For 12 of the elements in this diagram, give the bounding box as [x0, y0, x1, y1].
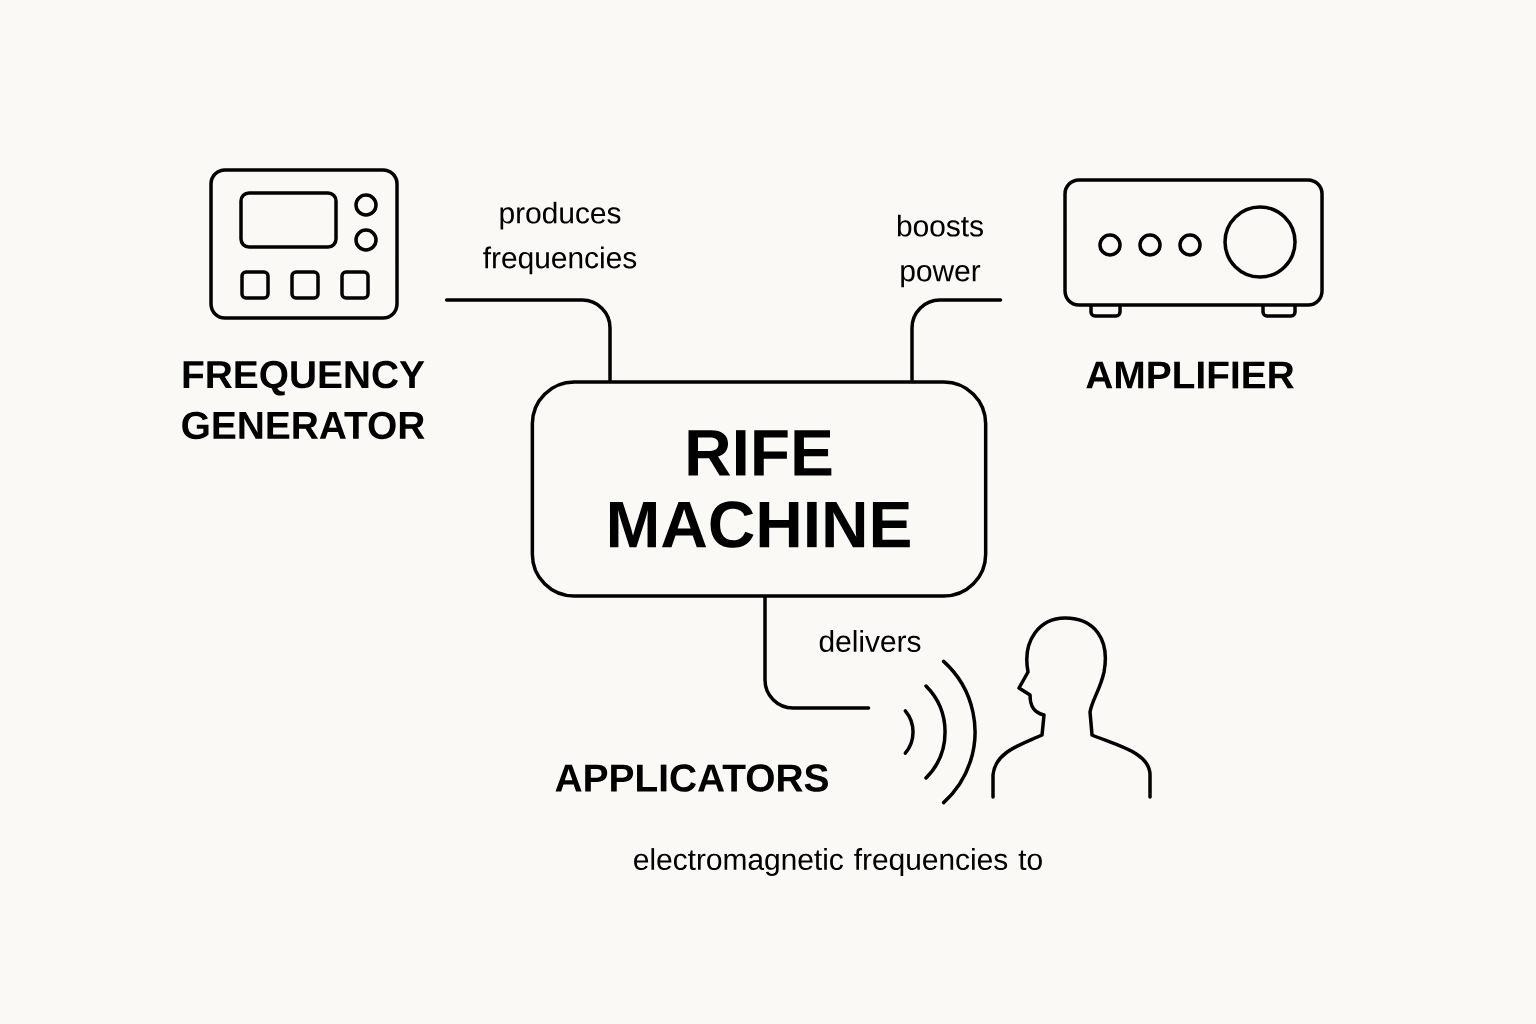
process-box: RIFE MACHINE: [530, 380, 988, 598]
connector-line: [444, 298, 612, 382]
text-label: electromagnetic frequencies to: [634, 848, 1042, 876]
node-label: AMPLIFIER: [1086, 361, 1294, 389]
edge-label: produces frequencies: [483, 201, 637, 275]
edge-label: delivers: [819, 630, 921, 652]
person-drawing: [991, 616, 1152, 799]
connector-line: [763, 596, 871, 710]
node-label: FREQUENCY GENERATOR: [182, 360, 425, 440]
edge-label: boosts power: [897, 214, 983, 288]
node-label: APPLICATORS: [555, 764, 828, 792]
connector-line: [910, 298, 1003, 382]
